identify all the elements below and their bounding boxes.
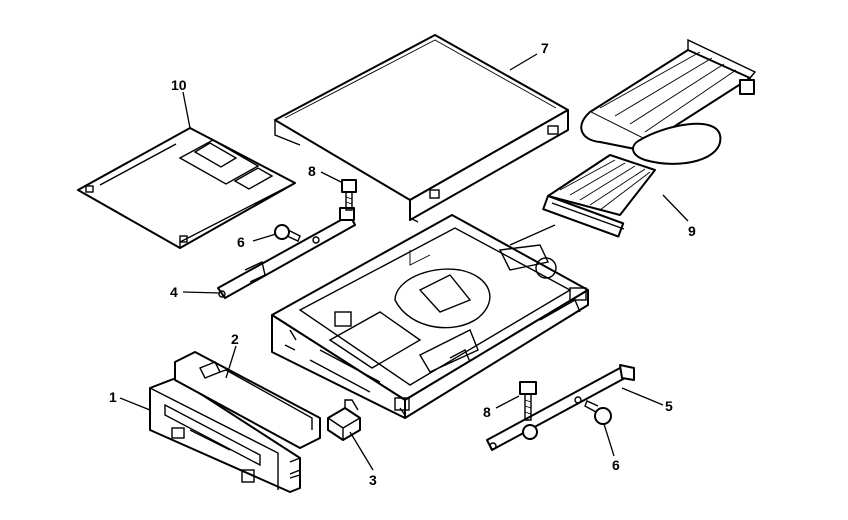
callout-3: 3 xyxy=(369,472,377,488)
callout-2: 2 xyxy=(231,331,239,347)
screw-part-6-lower xyxy=(584,400,612,425)
leader-lines xyxy=(119,53,689,471)
callout-6-lower: 6 xyxy=(612,457,620,473)
bracket-part-5 xyxy=(486,364,635,451)
callout-8-upper: 8 xyxy=(308,163,316,179)
screw-part-6-upper xyxy=(274,224,301,242)
bracket-part-4 xyxy=(217,207,356,299)
callout-9: 9 xyxy=(688,223,696,239)
callout-1: 1 xyxy=(109,389,117,405)
top-cover-part-7 xyxy=(274,34,569,223)
callout-6-upper: 6 xyxy=(237,234,245,250)
eject-button-part-3 xyxy=(327,399,361,441)
callout-5: 5 xyxy=(665,398,673,414)
diskette-part-10 xyxy=(77,127,296,249)
drive-chassis xyxy=(271,214,589,419)
ribbon-cable-part-9 xyxy=(542,38,757,238)
bezel-shield-part-2 xyxy=(174,351,321,449)
screw-part-8-lower xyxy=(519,381,537,421)
screw-part-8-upper xyxy=(341,179,357,211)
callout-4: 4 xyxy=(170,284,178,300)
callout-7: 7 xyxy=(541,40,549,56)
callout-8-lower: 8 xyxy=(483,404,491,420)
callout-10: 10 xyxy=(171,77,187,93)
callout-labels: 1 2 3 4 5 6 6 7 8 8 9 10 xyxy=(109,40,696,488)
